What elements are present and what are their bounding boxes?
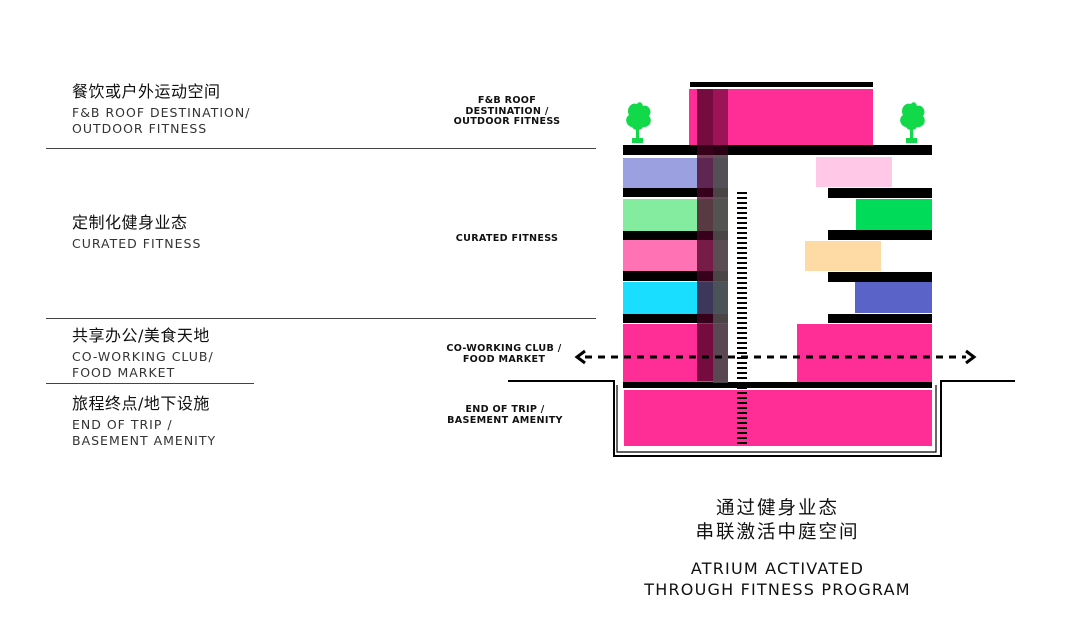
center-label-coworking: CO-WORKING CLUB / FOOD MARKET bbox=[446, 343, 562, 365]
floor-blue bbox=[855, 282, 932, 313]
core-dark-inner bbox=[697, 89, 713, 381]
divider-fitness bbox=[46, 318, 596, 319]
ground-line bbox=[508, 380, 1015, 457]
caption: 通过健身业态 串联激活中庭空间 ATRIUM ACTIVATED THROUGH… bbox=[600, 497, 955, 600]
caption-en: ATRIUM ACTIVATED THROUGH FITNESS PROGRAM bbox=[644, 559, 911, 599]
label-roof-cn: 餐饮或户外运动空间 bbox=[72, 82, 221, 101]
divider-roof bbox=[46, 148, 596, 149]
center-label-basement: END OF TRIP / BASEMENT AMENITY bbox=[447, 404, 563, 426]
slab-right-2 bbox=[828, 230, 932, 240]
label-fitness-cn: 定制化健身业态 bbox=[72, 213, 188, 232]
label-roof: 餐饮或户外运动空间 F&B ROOF DESTINATION/ OUTDOOR … bbox=[72, 82, 312, 137]
ground-slab bbox=[623, 382, 932, 388]
divider-coworking bbox=[46, 383, 254, 384]
caption-cn: 通过健身业态 串联激活中庭空间 bbox=[695, 498, 860, 543]
label-basement-cn: 旅程终点/地下设施 bbox=[72, 394, 210, 413]
slab-left-4 bbox=[623, 314, 728, 323]
label-coworking-en: CO-WORKING CLUB/ FOOD MARKET bbox=[72, 349, 214, 380]
label-fitness-en: CURATED FITNESS bbox=[72, 236, 202, 251]
center-label-fitness: CURATED FITNESS bbox=[455, 233, 559, 244]
coworking-right bbox=[797, 324, 932, 382]
label-coworking-cn: 共享办公/美食天地 bbox=[72, 326, 210, 345]
label-basement: 旅程终点/地下设施 END OF TRIP / BASEMENT AMENITY bbox=[72, 394, 312, 449]
floor-light-pink bbox=[816, 157, 892, 187]
floor-green bbox=[856, 199, 932, 230]
basement-outline bbox=[616, 385, 937, 453]
core-grey bbox=[713, 155, 728, 383]
double-arrow-icon bbox=[574, 349, 977, 365]
label-coworking: 共享办公/美食天地 CO-WORKING CLUB/ FOOD MARKET bbox=[72, 326, 312, 381]
center-label-roof: F&B ROOF DESTINATION / OUTDOOR FITNESS bbox=[453, 95, 561, 127]
tree-icon bbox=[626, 102, 651, 143]
slab-left-1 bbox=[623, 188, 728, 197]
roof-cap bbox=[690, 82, 873, 87]
label-basement-en: END OF TRIP / BASEMENT AMENITY bbox=[72, 417, 217, 448]
roof-slab bbox=[623, 145, 932, 155]
tree-icon bbox=[900, 102, 925, 143]
basement-block bbox=[624, 390, 932, 446]
slab-right-3 bbox=[828, 272, 932, 282]
label-roof-en: F&B ROOF DESTINATION/ OUTDOOR FITNESS bbox=[72, 105, 251, 136]
slab-left-2 bbox=[623, 231, 728, 240]
slab-left-3 bbox=[623, 271, 728, 281]
slab-right-4 bbox=[828, 314, 932, 323]
label-fitness: 定制化健身业态 CURATED FITNESS bbox=[72, 213, 312, 252]
slab-right-1 bbox=[828, 188, 932, 198]
floor-peach bbox=[805, 241, 881, 271]
